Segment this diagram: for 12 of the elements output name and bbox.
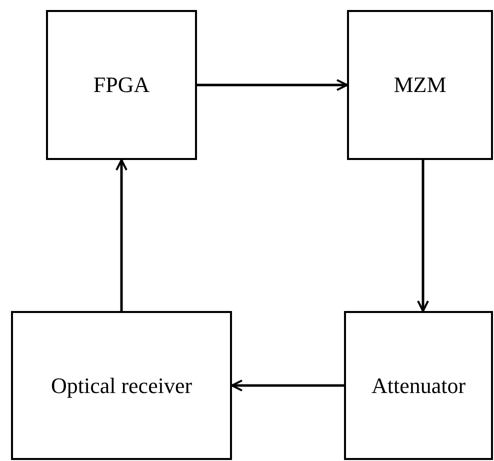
- box-label: Attenuator: [371, 372, 466, 398]
- arrow: [197, 79, 348, 91]
- box-label: FPGA: [93, 72, 150, 98]
- process-box: [347, 10, 493, 160]
- arrow: [116, 159, 128, 311]
- arrow: [231, 380, 344, 392]
- box-label: MZM: [394, 72, 446, 98]
- box-label: Optical receiver: [50, 372, 192, 398]
- process-box: [46, 10, 197, 160]
- process-box: [344, 311, 493, 460]
- process-box: [11, 311, 232, 460]
- arrow: [417, 160, 429, 312]
